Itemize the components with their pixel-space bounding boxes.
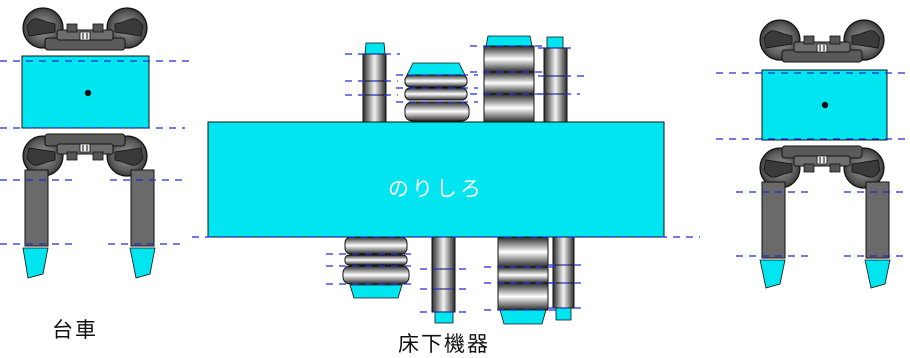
underfloor-top-equipment	[362, 35, 568, 123]
bogie-left-foot-right	[129, 247, 156, 279]
bogie-left-leg-left	[24, 169, 49, 247]
bogie-right-foot-left	[759, 259, 786, 289]
bogie-left-fold-lines	[0, 60, 190, 245]
underfloor-bottom-equipment	[342, 236, 575, 325]
bogie-right-upper-frame	[759, 19, 885, 63]
glue-tab-label: のりしろ	[388, 177, 484, 201]
bogie-right-leg-right	[865, 181, 890, 259]
bogie-right-bolster-tab	[761, 69, 888, 141]
bogie-right-pin-hole	[821, 101, 829, 109]
bogie-left-leg-right	[130, 169, 155, 247]
glue-tab	[207, 121, 665, 238]
bogie-caption: 台車	[52, 318, 98, 342]
bogie-right-foot-right	[864, 259, 891, 289]
bogie-part-left	[0, 7, 190, 279]
bogie-right-leg-left	[761, 181, 786, 259]
underfloor-equipment-part: のりしろ	[192, 35, 700, 325]
bogie-right-fold-lines	[716, 72, 908, 257]
bogie-left-foot-left	[22, 247, 49, 279]
bogie-left-upper-frame	[22, 7, 148, 51]
underfloor-caption: 床下機器	[398, 332, 490, 356]
underfloor-fold-lines	[192, 45, 700, 313]
bogie-part-right	[716, 19, 908, 289]
bogie-left-pin-hole	[84, 89, 92, 97]
